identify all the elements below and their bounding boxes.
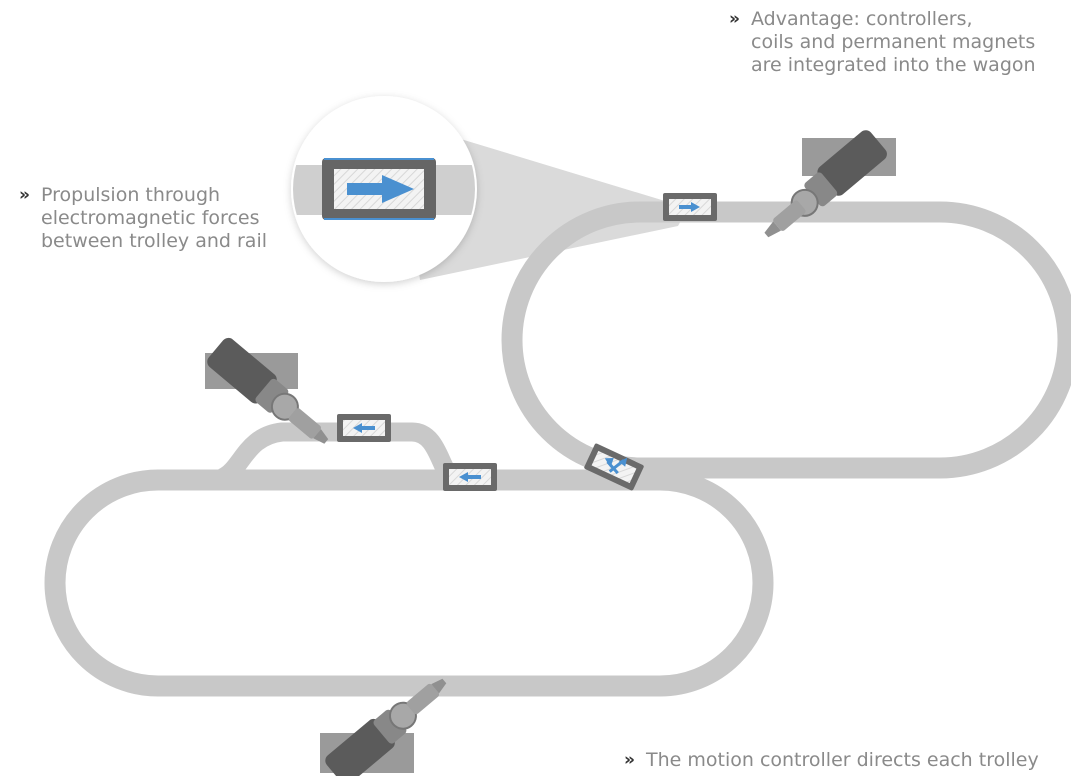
- track-loop-left: [44, 469, 774, 697]
- track-loop-right: [501, 201, 1071, 479]
- trolley-bypass: [337, 414, 391, 442]
- magnifier-detail: [291, 96, 477, 282]
- callout-propulsion-line-3: between trolley and rail: [41, 230, 267, 252]
- trolley-switch: [584, 443, 644, 491]
- callout-propulsion-line-2: electromagnetic forces: [41, 207, 260, 229]
- callout-advantage-line-2: coils and permanent magnets: [751, 31, 1036, 53]
- robot-arm-top-right: [764, 130, 896, 238]
- switch-arrows-icon: [604, 457, 628, 475]
- trolley-left-top: [443, 463, 497, 491]
- chevron-double-right-icon: »: [624, 750, 635, 770]
- callout-advantage-line-3: are integrated into the wagon: [751, 54, 1036, 76]
- callout-advantage: » Advantage: controllers, coils and perm…: [729, 8, 1036, 77]
- callout-propulsion: » Propulsion through electromagnetic for…: [19, 184, 267, 253]
- arrow-left-icon: [353, 423, 375, 433]
- callout-propulsion-line-1: Propulsion through: [41, 184, 221, 206]
- callout-motion-line-1: The motion controller directs each troll…: [646, 749, 1039, 771]
- callout-motion-controller: » The motion controller directs each tro…: [624, 749, 1039, 772]
- track-bypass: [217, 422, 459, 487]
- robot-arm-left: [205, 337, 329, 444]
- arrow-right-icon: [347, 175, 414, 203]
- arrow-left-icon: [459, 472, 481, 482]
- trolley-right-top: [663, 193, 717, 221]
- chevron-double-right-icon: »: [729, 9, 740, 29]
- callout-advantage-line-1: Advantage: controllers,: [751, 8, 973, 30]
- arrow-right-icon: [679, 202, 700, 212]
- chevron-double-right-icon: »: [19, 185, 30, 205]
- robot-arm-bottom: [320, 678, 447, 776]
